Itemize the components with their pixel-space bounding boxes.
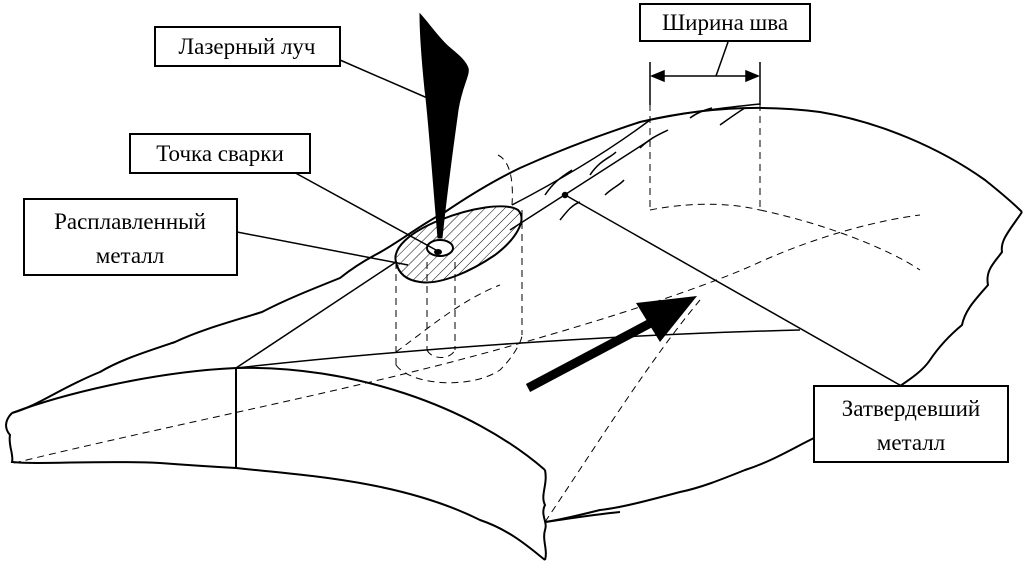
molten-pool [394,205,523,284]
plate-front-edge [11,366,546,471]
movement-direction-arrow [525,296,697,392]
plate-right-side [544,211,1023,523]
laser-beam [419,12,469,239]
leader-weld-point [289,169,437,251]
label-laser-beam: Лазерный луч [154,26,341,67]
molten-pool-region [394,205,523,284]
label-solidified-metal-line2: металл [877,430,945,455]
label-solidified-metal-line1: Затвердевший [842,396,980,421]
weld-seam [235,103,801,369]
plate-front-corner [542,469,547,561]
label-molten-metal: Расплавленный металл [23,198,238,276]
hidden-edges [13,80,921,523]
label-weld-point-text: Точка сварки [156,141,284,166]
label-seam-width-text: Ширина шва [662,10,788,35]
plate-front-face [5,412,546,561]
label-weld-point: Точка сварки [129,133,311,174]
seam-width-dimension [649,41,761,105]
label-molten-metal-line2: металл [96,243,164,268]
label-molten-metal-line1: Расплавленный [54,209,206,234]
label-laser-beam-text: Лазерный луч [179,34,316,59]
leader-lines [236,59,906,389]
leader-laser-beam [339,59,433,101]
label-seam-width: Ширина шва [639,3,811,42]
leader-solidified-metal [566,195,906,389]
leader-molten-metal [236,231,409,266]
workpiece-plate [5,106,1023,561]
plate-right-bottom [544,511,621,523]
label-solidified-metal: Затвердевший металл [813,385,1009,463]
